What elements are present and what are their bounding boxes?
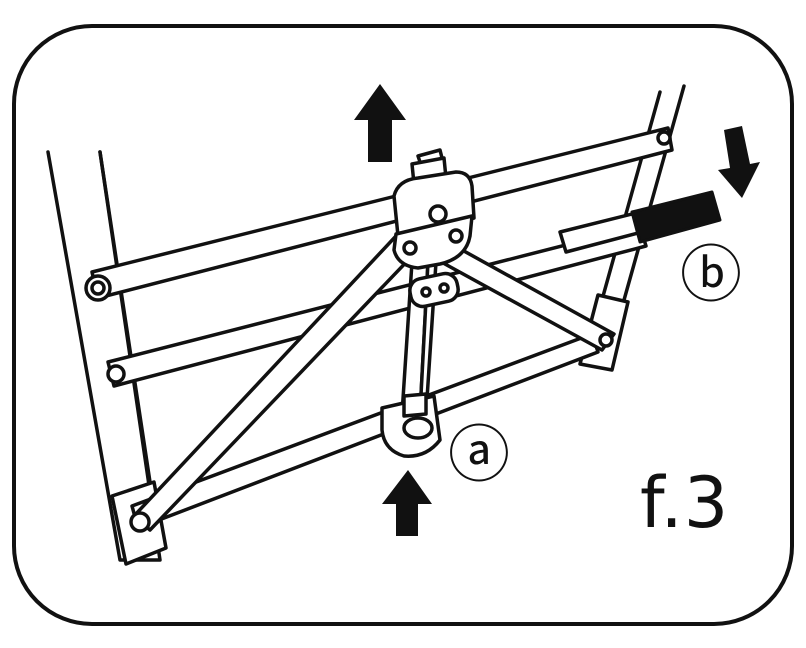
top-bar-right-pin: [656, 130, 672, 146]
label-a: ⓐ: [448, 418, 511, 491]
hub-lower-pin-right: [448, 228, 464, 244]
joint-plate-pin-left: [420, 286, 432, 298]
right-diagonal-pin: [598, 332, 614, 348]
slider-a-hole: [402, 416, 434, 440]
figure-number: f.3: [640, 462, 730, 544]
slider-a-slot: [402, 392, 428, 418]
arrow-down-icon: [718, 126, 760, 198]
joint-plate: [408, 271, 460, 309]
handle-grip: [630, 190, 722, 244]
middle-bar-left-pin: [106, 364, 126, 384]
arrow-up-icon: [354, 84, 406, 162]
diagonal-strut-bottom-pin: [129, 511, 151, 533]
diagram-border: [12, 24, 794, 626]
hub-lower-body: [392, 214, 474, 270]
joint-plate-pin-right: [438, 282, 450, 294]
hub-upper-pin: [428, 204, 448, 224]
top-bar-left-pin-inner: [90, 280, 106, 296]
arrow-up-icon: [382, 470, 432, 536]
label-b: ⓑ: [680, 238, 743, 311]
hub-lower-pin-left: [402, 240, 418, 256]
